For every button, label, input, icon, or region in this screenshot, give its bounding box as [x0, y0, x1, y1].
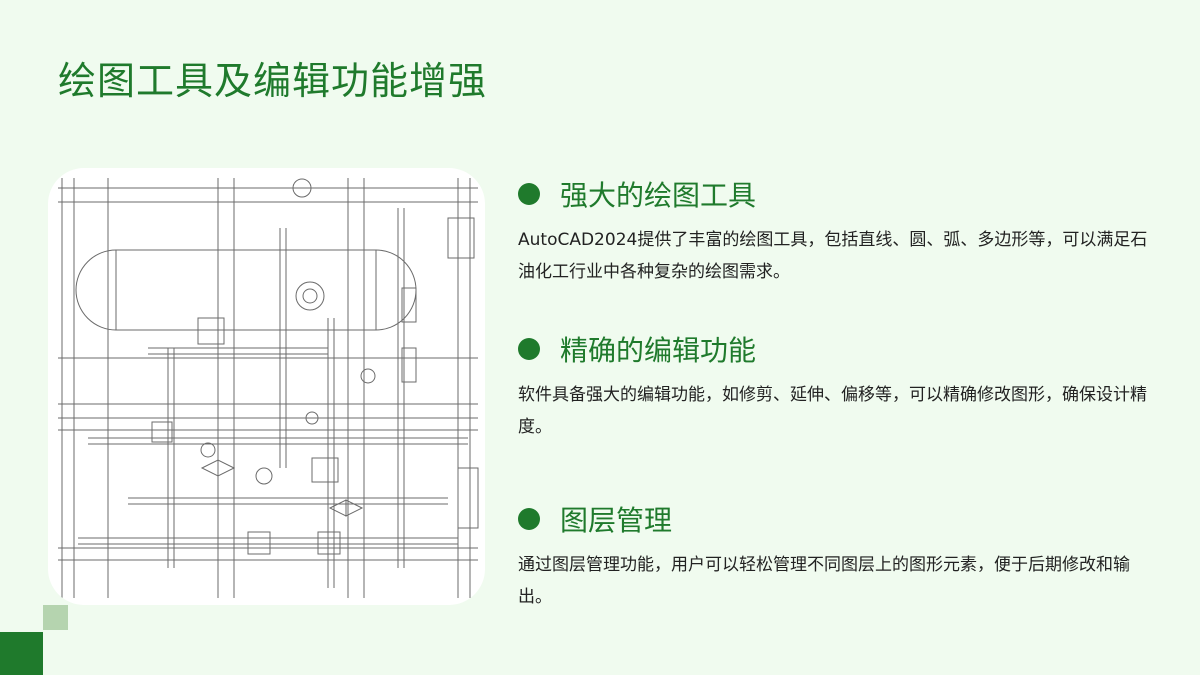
- feature-description: AutoCAD2024提供了丰富的绘图工具，包括直线、圆、弧、多边形等，可以满足…: [518, 230, 1148, 282]
- piping-illustration: [48, 168, 485, 605]
- bullet-icon: [518, 338, 540, 360]
- bullet-icon: [518, 183, 540, 205]
- feature-item: 精确的编辑功能 软件具备强大的编辑功能，如修剪、延伸、偏移等，可以精确修改图形，…: [518, 325, 1168, 443]
- feature-title: 图层管理: [560, 504, 673, 537]
- decor-square-small: [43, 605, 68, 630]
- feature-item: 强大的绘图工具 AutoCAD2024提供了丰富的绘图工具，包括直线、圆、弧、多…: [518, 170, 1168, 288]
- feature-description: 软件具备强大的编辑功能，如修剪、延伸、偏移等，可以精确修改图形，确保设计精度。: [518, 385, 1147, 437]
- slide-title: 绘图工具及编辑功能增强: [58, 59, 488, 103]
- feature-description: 通过图层管理功能，用户可以轻松管理不同图层上的图形元素，便于后期修改和输出。: [518, 555, 1130, 607]
- feature-title: 强大的绘图工具: [560, 179, 757, 212]
- bullet-icon: [518, 508, 540, 530]
- feature-item: 图层管理 通过图层管理功能，用户可以轻松管理不同图层上的图形元素，便于后期修改和…: [518, 495, 1168, 613]
- decor-square-large: [0, 632, 43, 675]
- piping-wireframe-icon: [58, 178, 479, 598]
- feature-title: 精确的编辑功能: [560, 334, 757, 367]
